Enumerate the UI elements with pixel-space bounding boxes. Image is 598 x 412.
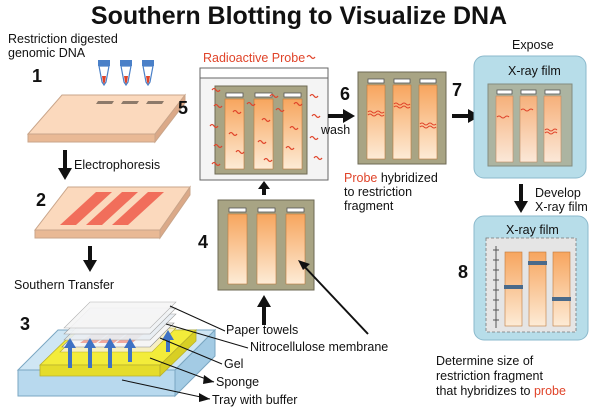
label-restriction-line2: genomic DNA <box>8 46 86 60</box>
arrow-nitrocellulose-to-membrane <box>301 263 369 335</box>
label-expose: Expose <box>512 38 554 52</box>
label-southern-transfer: Southern Transfer <box>14 278 115 292</box>
step-number-3: 3 <box>20 314 31 334</box>
step-number-1: 1 <box>32 66 43 86</box>
washed-membrane <box>357 71 447 165</box>
label-tray: Tray with buffer <box>212 393 298 407</box>
membrane-step4 <box>217 199 315 291</box>
step-number-5: 5 <box>178 98 189 118</box>
label-determine-line1: Determine size of <box>436 354 534 368</box>
gel-slab-empty <box>26 93 187 144</box>
step-number-6: 6 <box>340 84 351 104</box>
step-number-4: 4 <box>198 232 209 252</box>
label-determine-probe: probe <box>533 384 566 398</box>
label-radioactive-probe: Radioactive Probe <box>203 51 306 65</box>
label-xray-film-bottom: X-ray film <box>506 223 559 237</box>
step-number-8: 8 <box>458 262 469 282</box>
label-develop-line2: X-ray film <box>535 200 588 214</box>
label-determine-line2: restriction fragment <box>436 369 543 383</box>
xray-exposure <box>473 55 587 179</box>
step-number-7: 7 <box>452 80 463 100</box>
step-number-2: 2 <box>36 190 47 210</box>
layer-leader-lines <box>121 305 249 400</box>
label-probe-hybridized-line3: fragment <box>344 199 394 213</box>
label-nitrocellulose: Nitrocellulose membrane <box>250 340 389 354</box>
label-probe-hybridized-line1: Probe hybridized <box>344 171 438 185</box>
label-paper-towels: Paper towels <box>226 323 299 337</box>
label-probe-word: Probe <box>344 171 378 185</box>
label-wash: wash <box>321 123 351 137</box>
hybridization-bag <box>199 67 329 181</box>
label-xray-film-top: X-ray film <box>508 64 561 78</box>
label-determine-line3: that hybridizes to probe <box>436 384 566 398</box>
label-develop-line1: Develop <box>535 186 581 200</box>
label-electrophoresis: Electrophoresis <box>74 158 161 172</box>
label-gel: Gel <box>224 357 244 371</box>
label-determine-pre: that hybridizes to <box>436 384 534 398</box>
label-probe-hybridized-line2: to restriction <box>344 185 413 199</box>
gel-slab-electrophoresis <box>33 185 191 240</box>
sample-tubes <box>98 60 154 87</box>
transfer-apparatus <box>16 301 217 398</box>
page-title: Southern Blotting to Visualize DNA <box>90 2 508 30</box>
label-restriction-line1: Restriction digested <box>8 32 118 46</box>
developed-film <box>473 215 589 341</box>
label-sponge: Sponge <box>216 375 260 389</box>
label-hybridized-word: hybridized <box>377 171 438 185</box>
probe-squiggle-icon <box>306 54 316 60</box>
